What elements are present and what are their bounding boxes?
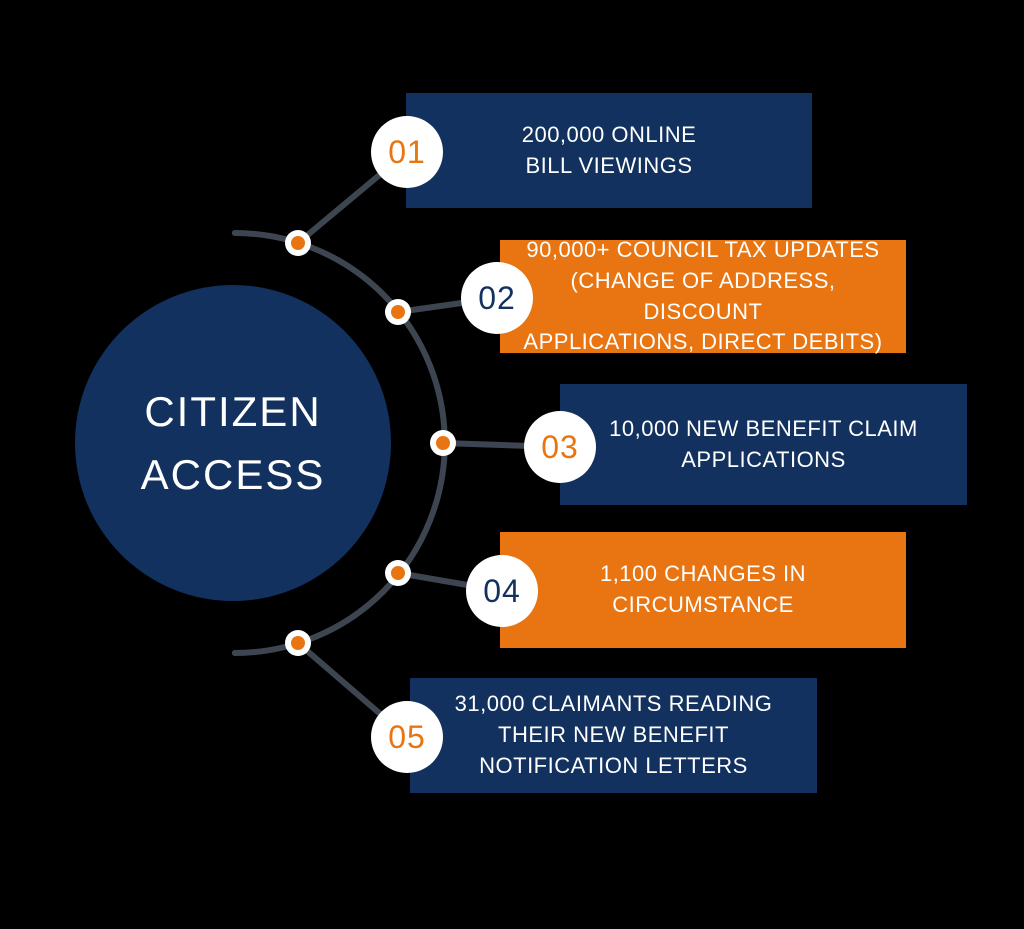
item-box-5: 31,000 CLAIMANTS READING THEIR NEW BENEF… — [410, 678, 817, 793]
hub-circle: CITIZEN ACCESS — [75, 285, 391, 601]
connector-dot-1 — [285, 230, 311, 256]
hub-title: CITIZEN ACCESS — [140, 388, 326, 498]
connector-dot-4 — [385, 560, 411, 586]
item-number-badge-3: 03 — [524, 411, 596, 483]
item-number-5: 05 — [388, 718, 426, 755]
item-box-3: 10,000 NEW BENEFIT CLAIM APPLICATIONS — [560, 384, 967, 505]
item-box-1: 200,000 ONLINE BILL VIEWINGS — [406, 93, 812, 208]
item-number-3: 03 — [541, 428, 579, 465]
item-number-2: 02 — [478, 279, 516, 316]
item-number-badge-1: 01 — [371, 116, 443, 188]
item-number-1: 01 — [388, 133, 426, 170]
item-number-badge-2: 02 — [461, 262, 533, 334]
connector-dot-2 — [385, 299, 411, 325]
item-number-badge-5: 05 — [371, 701, 443, 773]
item-number-4: 04 — [483, 572, 521, 609]
item-box-2: 90,000+ COUNCIL TAX UPDATES (CHANGE OF A… — [500, 237, 906, 354]
item-box-4: 1,100 CHANGES IN CIRCUMSTANCE — [500, 532, 906, 648]
connector-dot-5 — [285, 630, 311, 656]
connector-dot-3 — [430, 430, 456, 456]
item-number-badge-4: 04 — [466, 555, 538, 627]
